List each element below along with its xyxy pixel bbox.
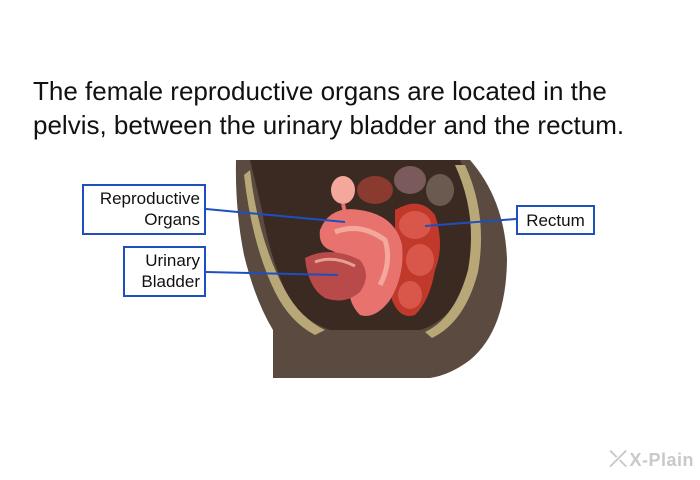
ovary xyxy=(331,176,355,204)
intestine-loop xyxy=(357,176,393,204)
leader-line-reproductive xyxy=(205,208,346,223)
rectum-fold xyxy=(406,244,434,276)
label-reproductive-line2: Organs xyxy=(144,210,200,229)
label-bladder-line2: Bladder xyxy=(141,272,200,291)
headline-text: The female reproductive organs are locat… xyxy=(33,76,625,140)
intestine-loop xyxy=(394,166,426,194)
label-urinary-bladder: Urinary Bladder xyxy=(123,246,206,297)
leader-line-bladder xyxy=(205,271,339,276)
fat-layer-front xyxy=(244,170,325,335)
bladder-wall xyxy=(314,257,356,268)
label-reproductive-organs: Reproductive Organs xyxy=(82,184,206,235)
label-bladder-line1: Urinary xyxy=(145,251,200,270)
x-plain-logo-icon: ⤫ xyxy=(609,446,628,471)
rectum-fold xyxy=(398,281,422,309)
brand-text: X-Plain xyxy=(629,450,694,470)
intestine-loop xyxy=(426,174,454,206)
x-plain-logo: ⤫X-Plain xyxy=(609,446,694,472)
label-reproductive-line1: Reproductive xyxy=(99,189,200,208)
rectum-fold xyxy=(399,211,431,239)
fat-layer-back xyxy=(425,165,482,338)
uterus-inner xyxy=(334,225,391,287)
fallopian-tube xyxy=(341,203,352,222)
leader-line-rectum xyxy=(424,218,517,227)
label-rectum: Rectum xyxy=(516,205,595,235)
